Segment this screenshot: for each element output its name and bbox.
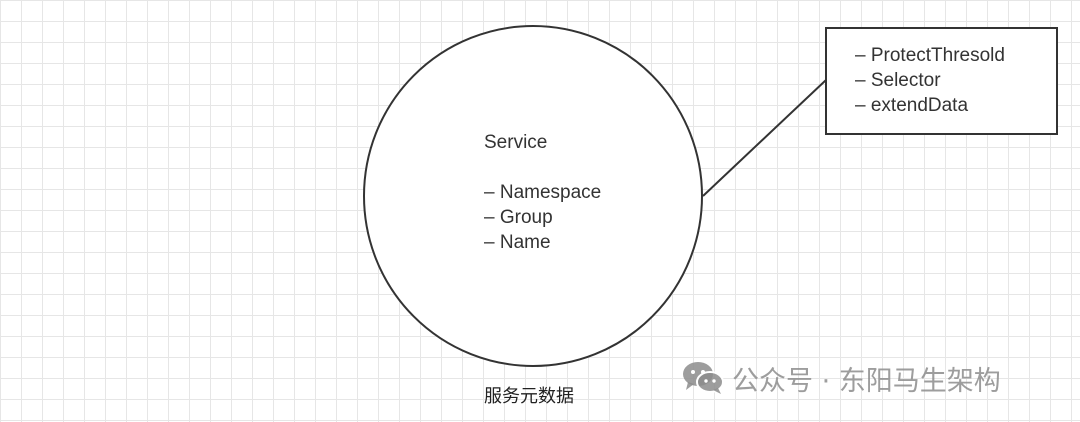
diagram-caption: 服务元数据 xyxy=(484,386,574,407)
service-circle xyxy=(363,25,703,367)
connector-line xyxy=(702,79,827,197)
wechat-icon xyxy=(683,362,724,394)
service-field-name: – Name xyxy=(484,232,551,253)
watermark: 公众号 · 东阳马生架构 xyxy=(682,360,1001,397)
service-field-namespace: – Namespace xyxy=(484,182,602,203)
extra-field-extend-data: – extendData xyxy=(855,95,969,116)
service-field-group: – Group xyxy=(484,207,553,228)
extra-field-protect-thresold: – ProtectThresold xyxy=(855,45,1005,66)
extra-field-selector: – Selector xyxy=(855,70,941,91)
service-title: Service xyxy=(484,132,548,153)
extension-box xyxy=(825,27,1058,135)
watermark-text: 公众号 · 东阳马生架构 xyxy=(732,365,1001,397)
